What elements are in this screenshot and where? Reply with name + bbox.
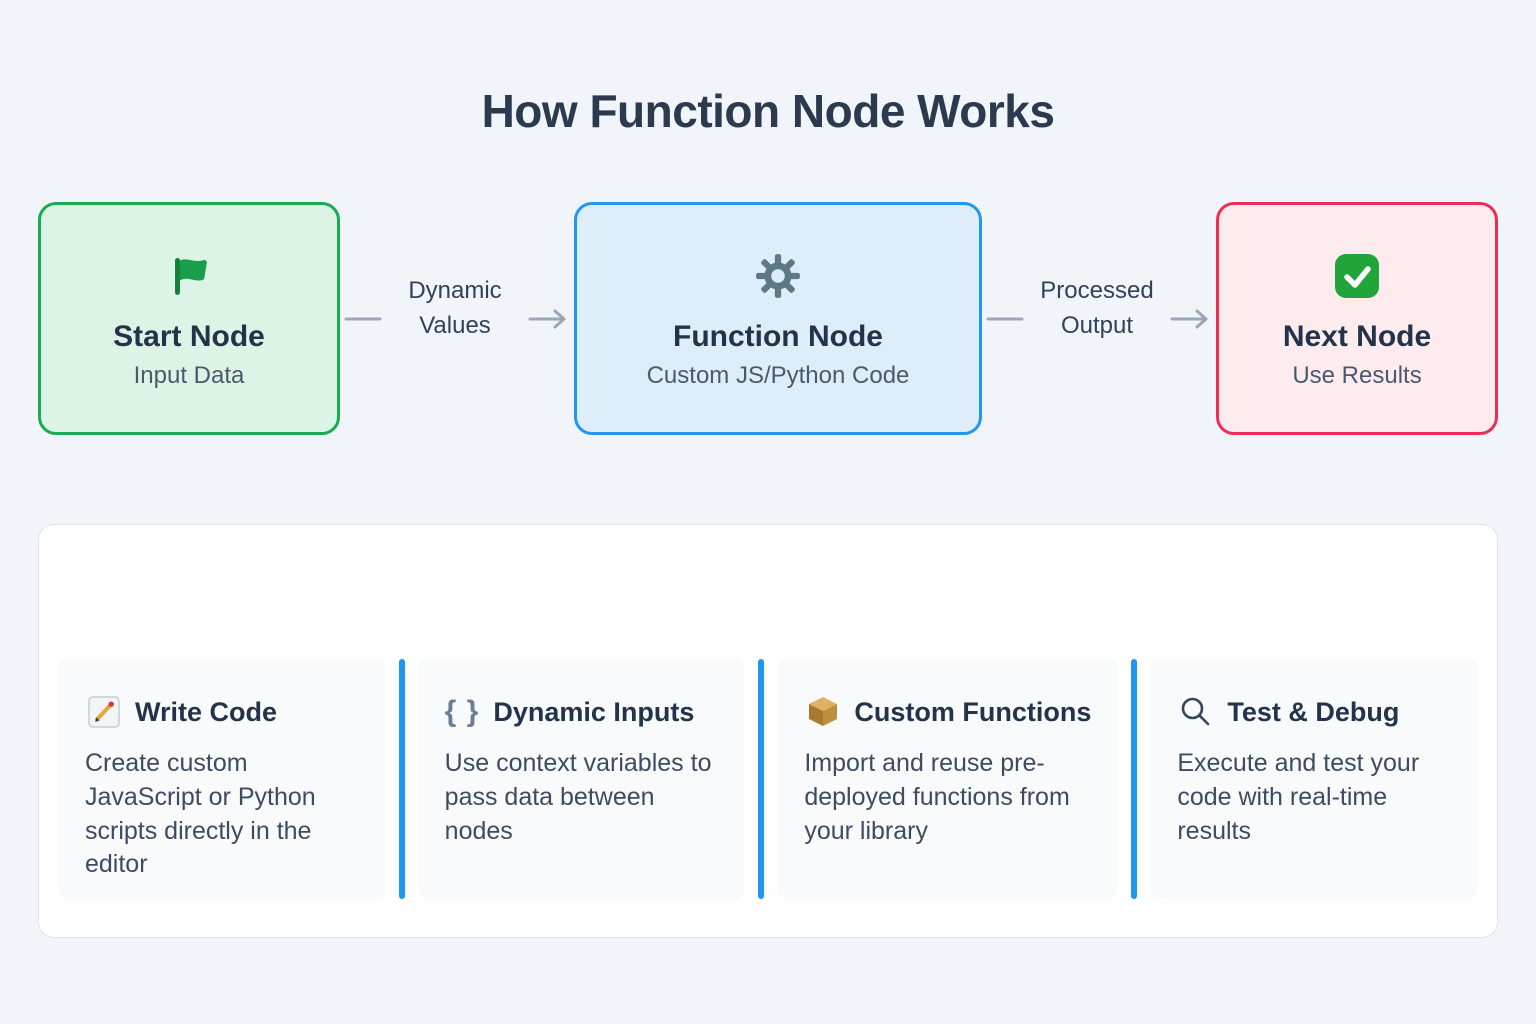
node-subtitle: Input Data (133, 361, 245, 389)
curly-braces-icon: { } (444, 695, 480, 728)
feature-write-code: Write Code Create custom JavaScript or P… (59, 659, 385, 899)
feature-heading: Test & Debug (1177, 693, 1451, 731)
gear-icon (754, 248, 802, 304)
divider-bar (758, 659, 765, 899)
feature-title: Write Code (135, 696, 278, 727)
connector-line (344, 317, 382, 320)
node-subtitle: Custom JS/Python Code (646, 361, 910, 389)
feature-description: Create custom JavaScript or Python scrip… (85, 749, 316, 879)
connector-dynamic-values: Dynamic Values (340, 202, 574, 435)
function-node: Function Node Custom JS/Python Code (574, 202, 982, 435)
divider-bar (398, 659, 405, 899)
start-node: Start Node Input Data (38, 202, 340, 435)
arrow-right-icon (1170, 309, 1208, 328)
package-icon (804, 693, 842, 731)
feature-heading: Custom Functions (804, 693, 1091, 731)
flow-diagram: Start Node Input Data Dynamic Values (0, 202, 1536, 435)
feature-title: Custom Functions (854, 696, 1092, 727)
feature-dynamic-inputs: { } Dynamic Inputs Use context variables… (418, 659, 745, 899)
page-title: How Function Node Works (481, 85, 1055, 137)
connector-label: Processed Output (1040, 277, 1154, 339)
feature-heading: { } Dynamic Inputs (445, 693, 719, 731)
features-card: Write Code Create custom JavaScript or P… (38, 524, 1498, 938)
green-check-icon (1333, 248, 1381, 304)
feature-description: Import and reuse pre-deployed functions … (804, 749, 1070, 845)
feature-title: Test & Debug (1227, 696, 1400, 727)
node-subtitle: Use Results (1292, 361, 1422, 389)
connector-label: Dynamic Values (408, 277, 502, 339)
feature-description: Use context variables to pass data betwe… (444, 749, 712, 845)
green-flag-icon (163, 248, 215, 304)
divider-bar (1131, 659, 1138, 899)
feature-test-debug: Test & Debug Execute and test your code … (1151, 659, 1478, 899)
feature-description: Execute and test your code with real-tim… (1177, 749, 1420, 845)
connector-processed-output: Processed Output (982, 202, 1216, 435)
connector-line (986, 317, 1024, 320)
node-title: Next Node (1282, 319, 1432, 353)
feature-heading: Write Code (85, 693, 359, 731)
arrow-right-icon (528, 309, 566, 328)
feature-custom-functions: Custom Functions Import and reuse pre-de… (778, 659, 1118, 899)
memo-icon (85, 693, 123, 731)
features-row: Write Code Create custom JavaScript or P… (59, 659, 1478, 899)
next-node: Next Node Use Results (1216, 202, 1498, 435)
node-title: Function Node (673, 319, 883, 353)
node-title: Start Node (113, 319, 265, 353)
feature-title: Dynamic Inputs (493, 696, 695, 727)
magnifier-icon (1177, 693, 1215, 731)
